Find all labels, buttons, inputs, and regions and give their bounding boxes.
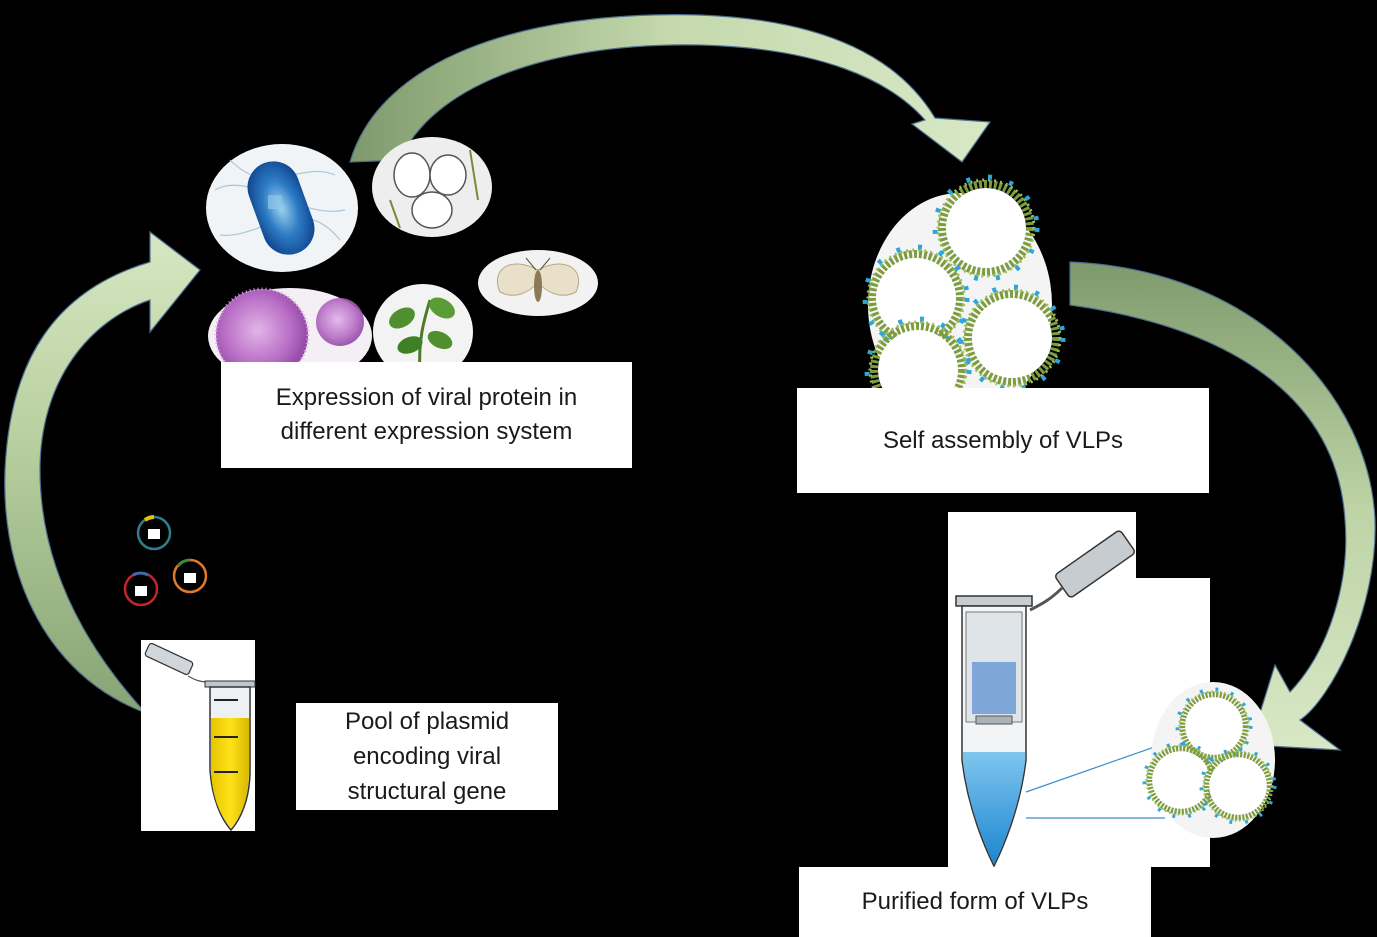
plasmid-pool-line3: structural gene (347, 778, 507, 805)
plant-icon (373, 284, 473, 380)
plasmid-pool-line2: encoding viral (352, 743, 502, 770)
yeast-icon (372, 137, 492, 237)
microcentrifuge-tube-icon (144, 642, 256, 832)
moth-icon (478, 250, 598, 316)
arrow-top-curve (349, 14, 992, 163)
bacterium-icon (206, 144, 358, 272)
vlp-particle-icon (865, 177, 1063, 421)
purified-tube-icon (955, 530, 1165, 868)
self-assembly-label: Self assembly of VLPs (797, 388, 1209, 493)
plasmid-pool-label: Pool of plasmid encoding viral structura… (296, 703, 558, 810)
expression-label-line2: different expression system (280, 418, 573, 445)
self-assembly-text: Self assembly of VLPs (882, 426, 1124, 454)
expression-label-line1: Expression of viral protein in (275, 384, 578, 411)
expression-label: Expression of viral protein in different… (221, 362, 632, 468)
mammalian-cell-icon (208, 287, 372, 384)
purified-vlp-cluster-icon (1144, 682, 1275, 838)
arrow-right-curve (1069, 261, 1376, 751)
plasmid-icon (123, 515, 208, 607)
purified-label: Purified form of VLPs (799, 867, 1151, 937)
plasmid-pool-line1: Pool of plasmid (344, 708, 510, 735)
purified-text: Purified form of VLPs (861, 888, 1089, 915)
arrow-left-curve (4, 230, 201, 767)
